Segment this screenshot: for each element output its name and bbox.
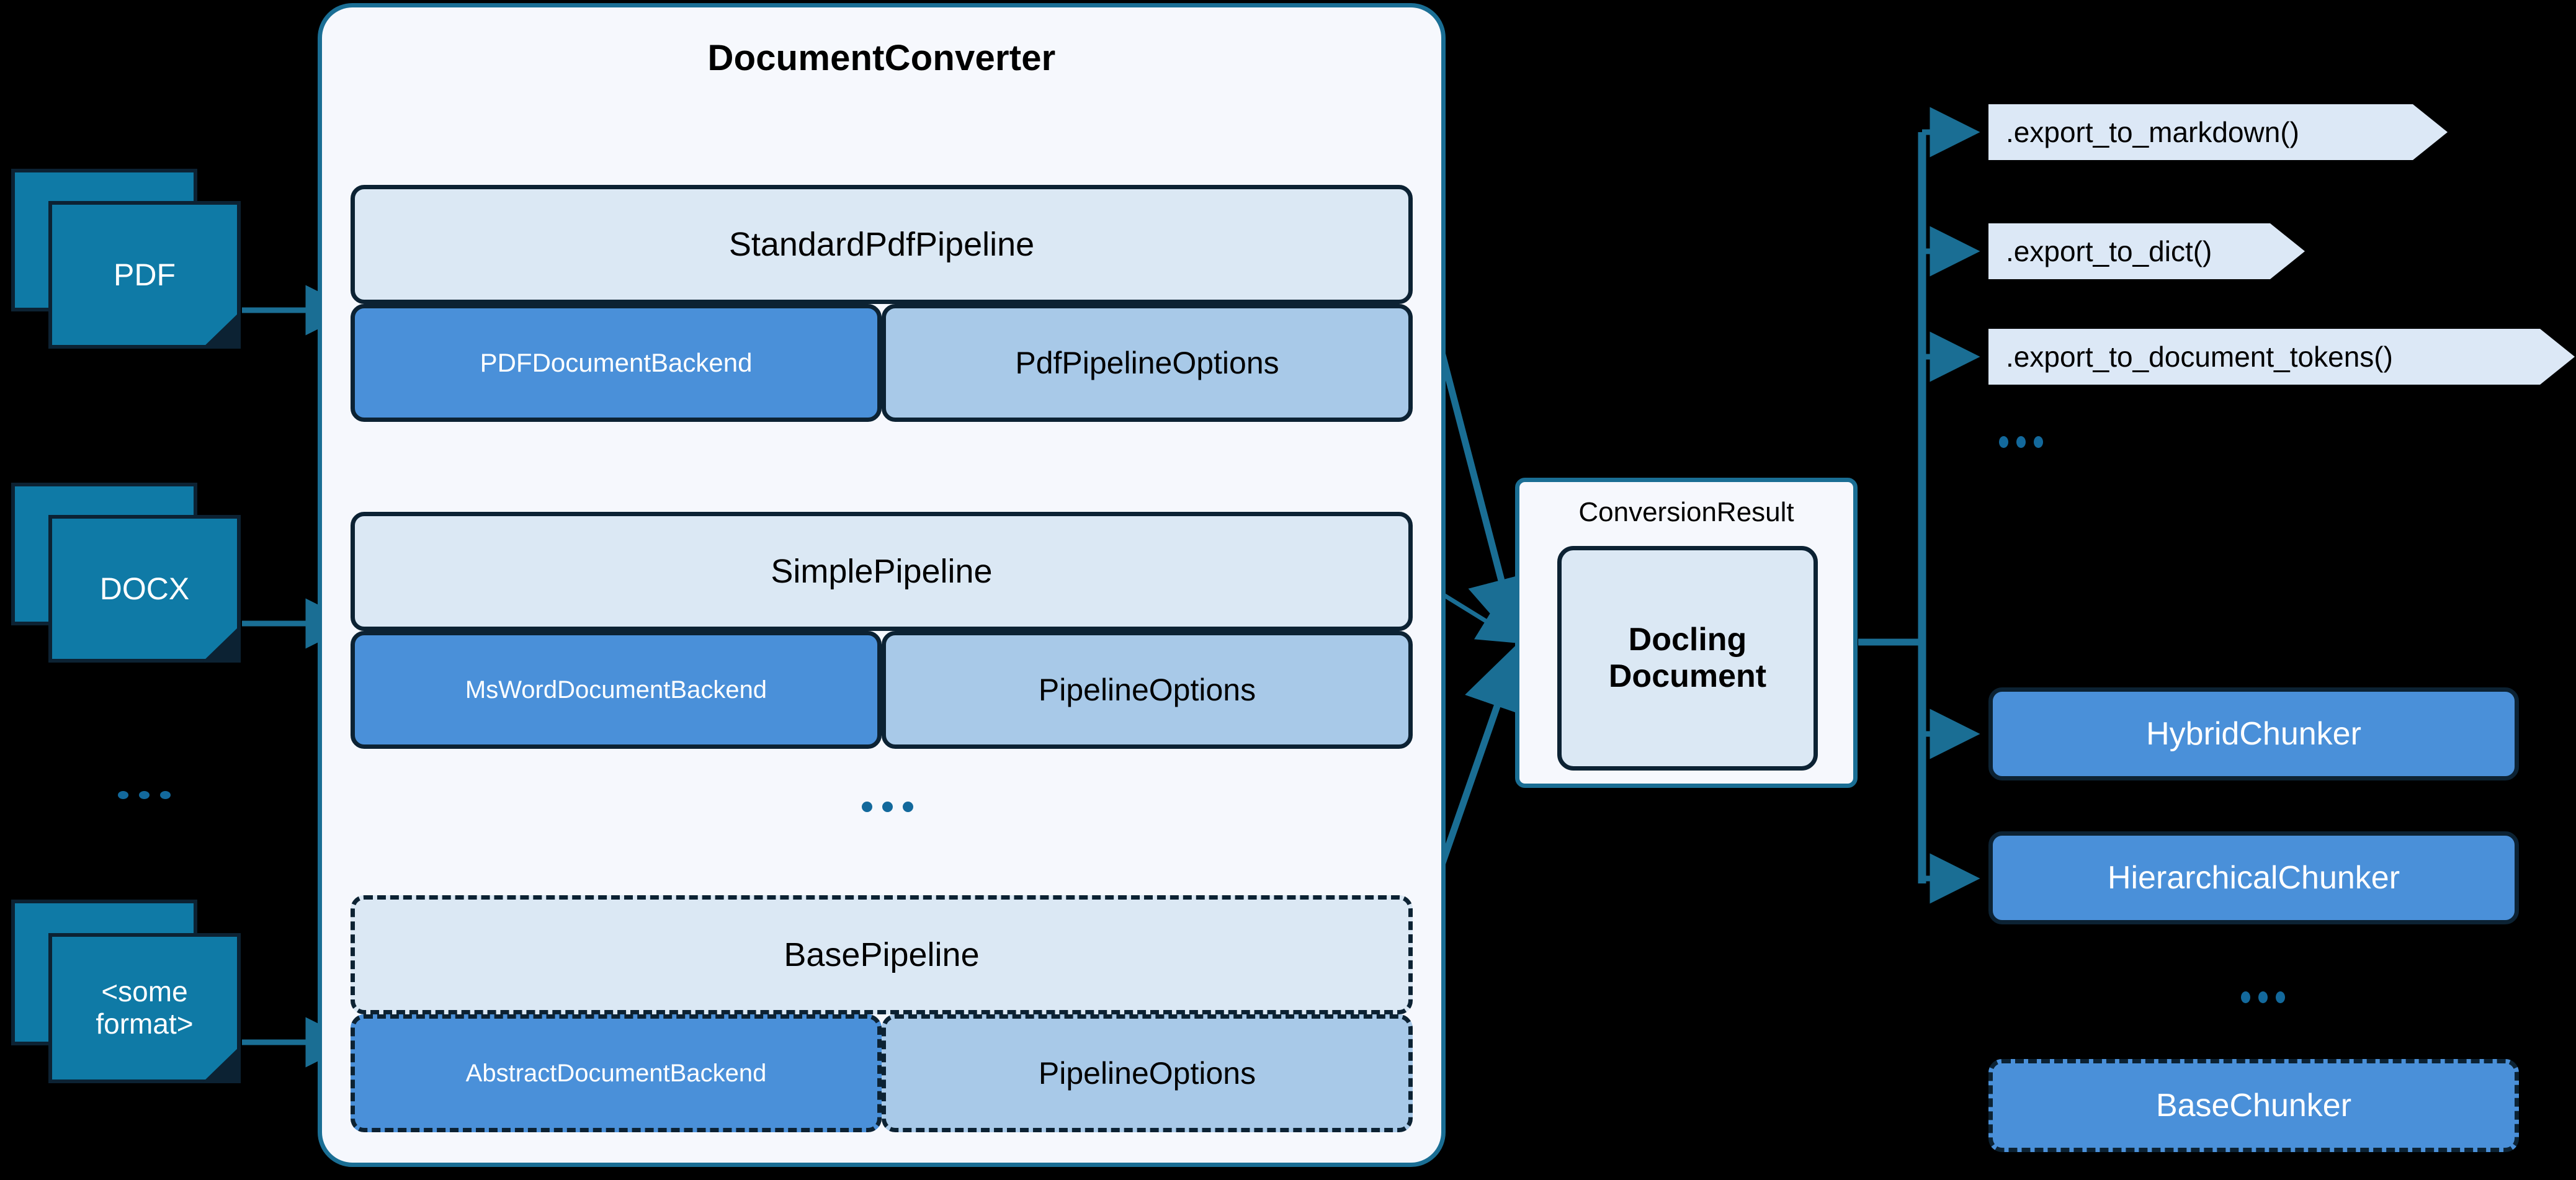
pipeline-standardpdfpipeline-backend[interactable]: PDFDocumentBackend: [351, 304, 882, 422]
input-label: PDF: [114, 257, 176, 292]
export-label: .export_to_document_tokens(): [2006, 341, 2393, 373]
pipeline-simplepipeline-backend[interactable]: MsWordDocumentBackend: [351, 631, 882, 749]
input-label-line1: <some: [101, 975, 188, 1008]
docling-document-box[interactable]: Docling Document: [1557, 546, 1818, 771]
options-name: PdfPipelineOptions: [1015, 346, 1279, 380]
chunker-basechunker[interactable]: BaseChunker: [1988, 1059, 2519, 1152]
options-name: PipelineOptions: [1038, 673, 1256, 707]
document-front-sheet: <some format>: [48, 933, 241, 1083]
pipeline-basepipeline-options[interactable]: PipelineOptions: [882, 1014, 1413, 1132]
input-label-line2: format>: [96, 1008, 194, 1040]
chunkers-ellipsis: [2241, 991, 2285, 1003]
docling-document-line2: Document: [1608, 658, 1767, 694]
exports-ellipsis: [1999, 436, 2043, 448]
conversion-result-label: ConversionResult: [1578, 497, 1794, 527]
docling-document-line1: Docling: [1628, 621, 1747, 658]
document-front-sheet: PDF: [48, 201, 241, 349]
inputs-ellipsis: [118, 791, 171, 799]
chunker-label: BaseChunker: [2155, 1088, 2352, 1124]
chunker-hierarchicalchunker[interactable]: HierarchicalChunker: [1988, 831, 2519, 924]
document-front-sheet: DOCX: [48, 515, 241, 663]
chunker-label: HybridChunker: [2146, 716, 2361, 752]
input-pdf[interactable]: PDF: [11, 169, 242, 349]
pipeline-name: StandardPdfPipeline: [728, 226, 1035, 263]
pipeline-name: BasePipeline: [784, 936, 980, 973]
options-name: PipelineOptions: [1038, 1056, 1256, 1091]
converter-ellipsis: [862, 802, 913, 812]
export-to-markdown-shape[interactable]: .export_to_markdown(): [1988, 104, 2448, 160]
pipeline-standardpdfpipeline-header[interactable]: StandardPdfPipeline: [351, 185, 1413, 304]
input-some-format[interactable]: <some format>: [11, 900, 242, 1083]
backend-name: PDFDocumentBackend: [480, 348, 753, 377]
pipeline-name: SimplePipeline: [771, 553, 993, 590]
export-to-document-tokens-shape[interactable]: .export_to_document_tokens(): [1988, 329, 2575, 385]
pipeline-standardpdfpipeline-options[interactable]: PdfPipelineOptions: [882, 304, 1413, 422]
export-to-dict-shape[interactable]: .export_to_dict(): [1988, 223, 2305, 279]
backend-name: MsWordDocumentBackend: [465, 676, 767, 704]
pipeline-basepipeline-header[interactable]: BasePipeline: [351, 895, 1413, 1014]
pipeline-simplepipeline-options[interactable]: PipelineOptions: [882, 631, 1413, 749]
pipeline-basepipeline-backend[interactable]: AbstractDocumentBackend: [351, 1014, 882, 1132]
input-label: DOCX: [99, 571, 190, 606]
chunker-label: HierarchicalChunker: [2107, 860, 2400, 896]
export-label: .export_to_markdown(): [2006, 116, 2299, 148]
input-docx[interactable]: DOCX: [11, 483, 242, 663]
page-title: DocumentConverter: [707, 38, 1056, 78]
chunker-hybridchunker[interactable]: HybridChunker: [1988, 687, 2519, 780]
export-label: .export_to_dict(): [2006, 235, 2212, 267]
backend-name: AbstractDocumentBackend: [465, 1059, 767, 1087]
pipeline-simplepipeline-header[interactable]: SimplePipeline: [351, 512, 1413, 631]
